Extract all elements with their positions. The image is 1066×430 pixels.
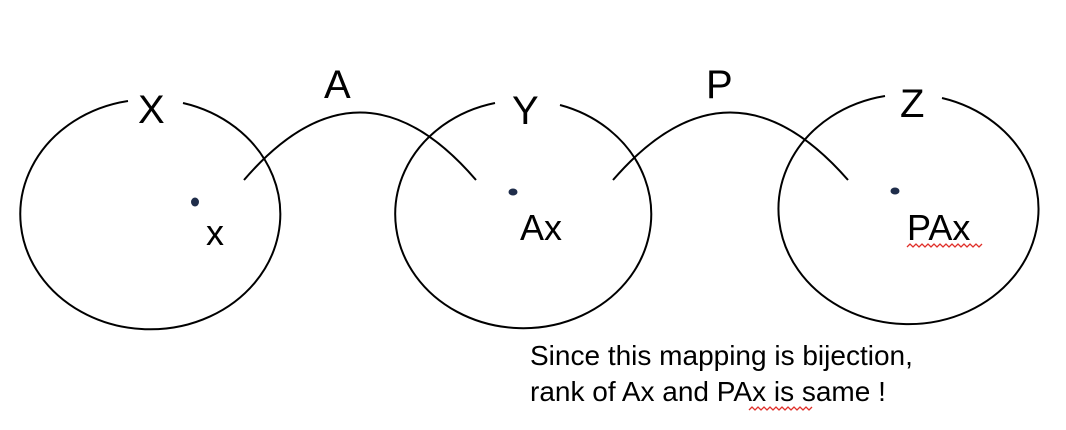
point-x-dot — [191, 197, 199, 207]
bijection-note: Since this mapping is bijection, rank of… — [530, 338, 913, 410]
set-x-label: X — [138, 88, 165, 132]
note-line-2-prefix: rank of Ax and — [530, 376, 717, 407]
mapping-p-arc — [612, 111, 849, 181]
note-line-2-suffix: is same ! — [766, 376, 886, 407]
mapping-a-arc — [243, 111, 477, 181]
note-line-1: Since this mapping is bijection, — [530, 340, 913, 371]
point-ax-dot — [508, 188, 518, 196]
pax-spellcheck-squiggle — [906, 243, 983, 248]
mapping-a-label: A — [324, 63, 351, 107]
set-x-ellipse — [19, 100, 282, 331]
note-pax-spellcheck-squiggle — [748, 406, 813, 411]
set-y-label: Y — [512, 89, 539, 133]
point-x-label: x — [206, 212, 224, 253]
mapping-p-label: P — [706, 63, 733, 107]
set-z-ellipse — [777, 95, 1040, 326]
set-y-ellipse — [394, 102, 653, 330]
note-line-2: rank of Ax and PAx is same ! — [530, 374, 913, 410]
point-pax-dot — [890, 187, 900, 195]
point-ax-label: Ax — [520, 207, 562, 248]
note-line-2-pax: PAx — [716, 376, 767, 407]
set-z-label: Z — [900, 82, 924, 126]
point-pax-label: PAx — [907, 207, 970, 248]
